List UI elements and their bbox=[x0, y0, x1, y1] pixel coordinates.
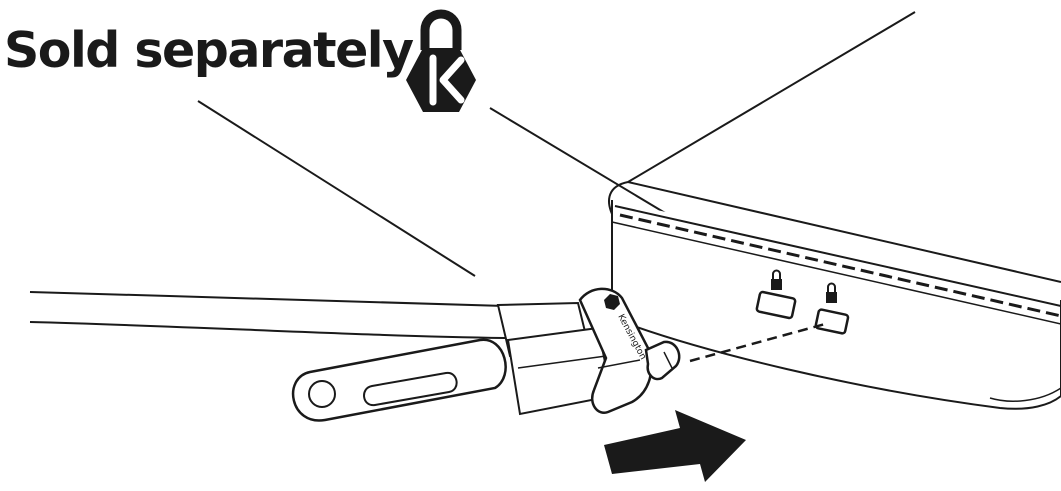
title: Sold separately bbox=[4, 22, 414, 79]
security-slot-left bbox=[755, 269, 797, 320]
insertion-path bbox=[689, 322, 826, 363]
security-slot-icon bbox=[826, 282, 837, 303]
lock-head: Kensington bbox=[496, 287, 681, 416]
kensington-lock-icon bbox=[406, 9, 476, 112]
lock-key bbox=[292, 338, 507, 422]
lock-cable bbox=[29, 291, 506, 339]
security-slot-right bbox=[814, 282, 850, 335]
direction-arrow-icon bbox=[604, 410, 746, 482]
kensington-logo-icon bbox=[604, 294, 620, 310]
security-slot-icon bbox=[771, 269, 782, 290]
leader-line-cable bbox=[197, 100, 476, 277]
device-body bbox=[608, 11, 1061, 410]
